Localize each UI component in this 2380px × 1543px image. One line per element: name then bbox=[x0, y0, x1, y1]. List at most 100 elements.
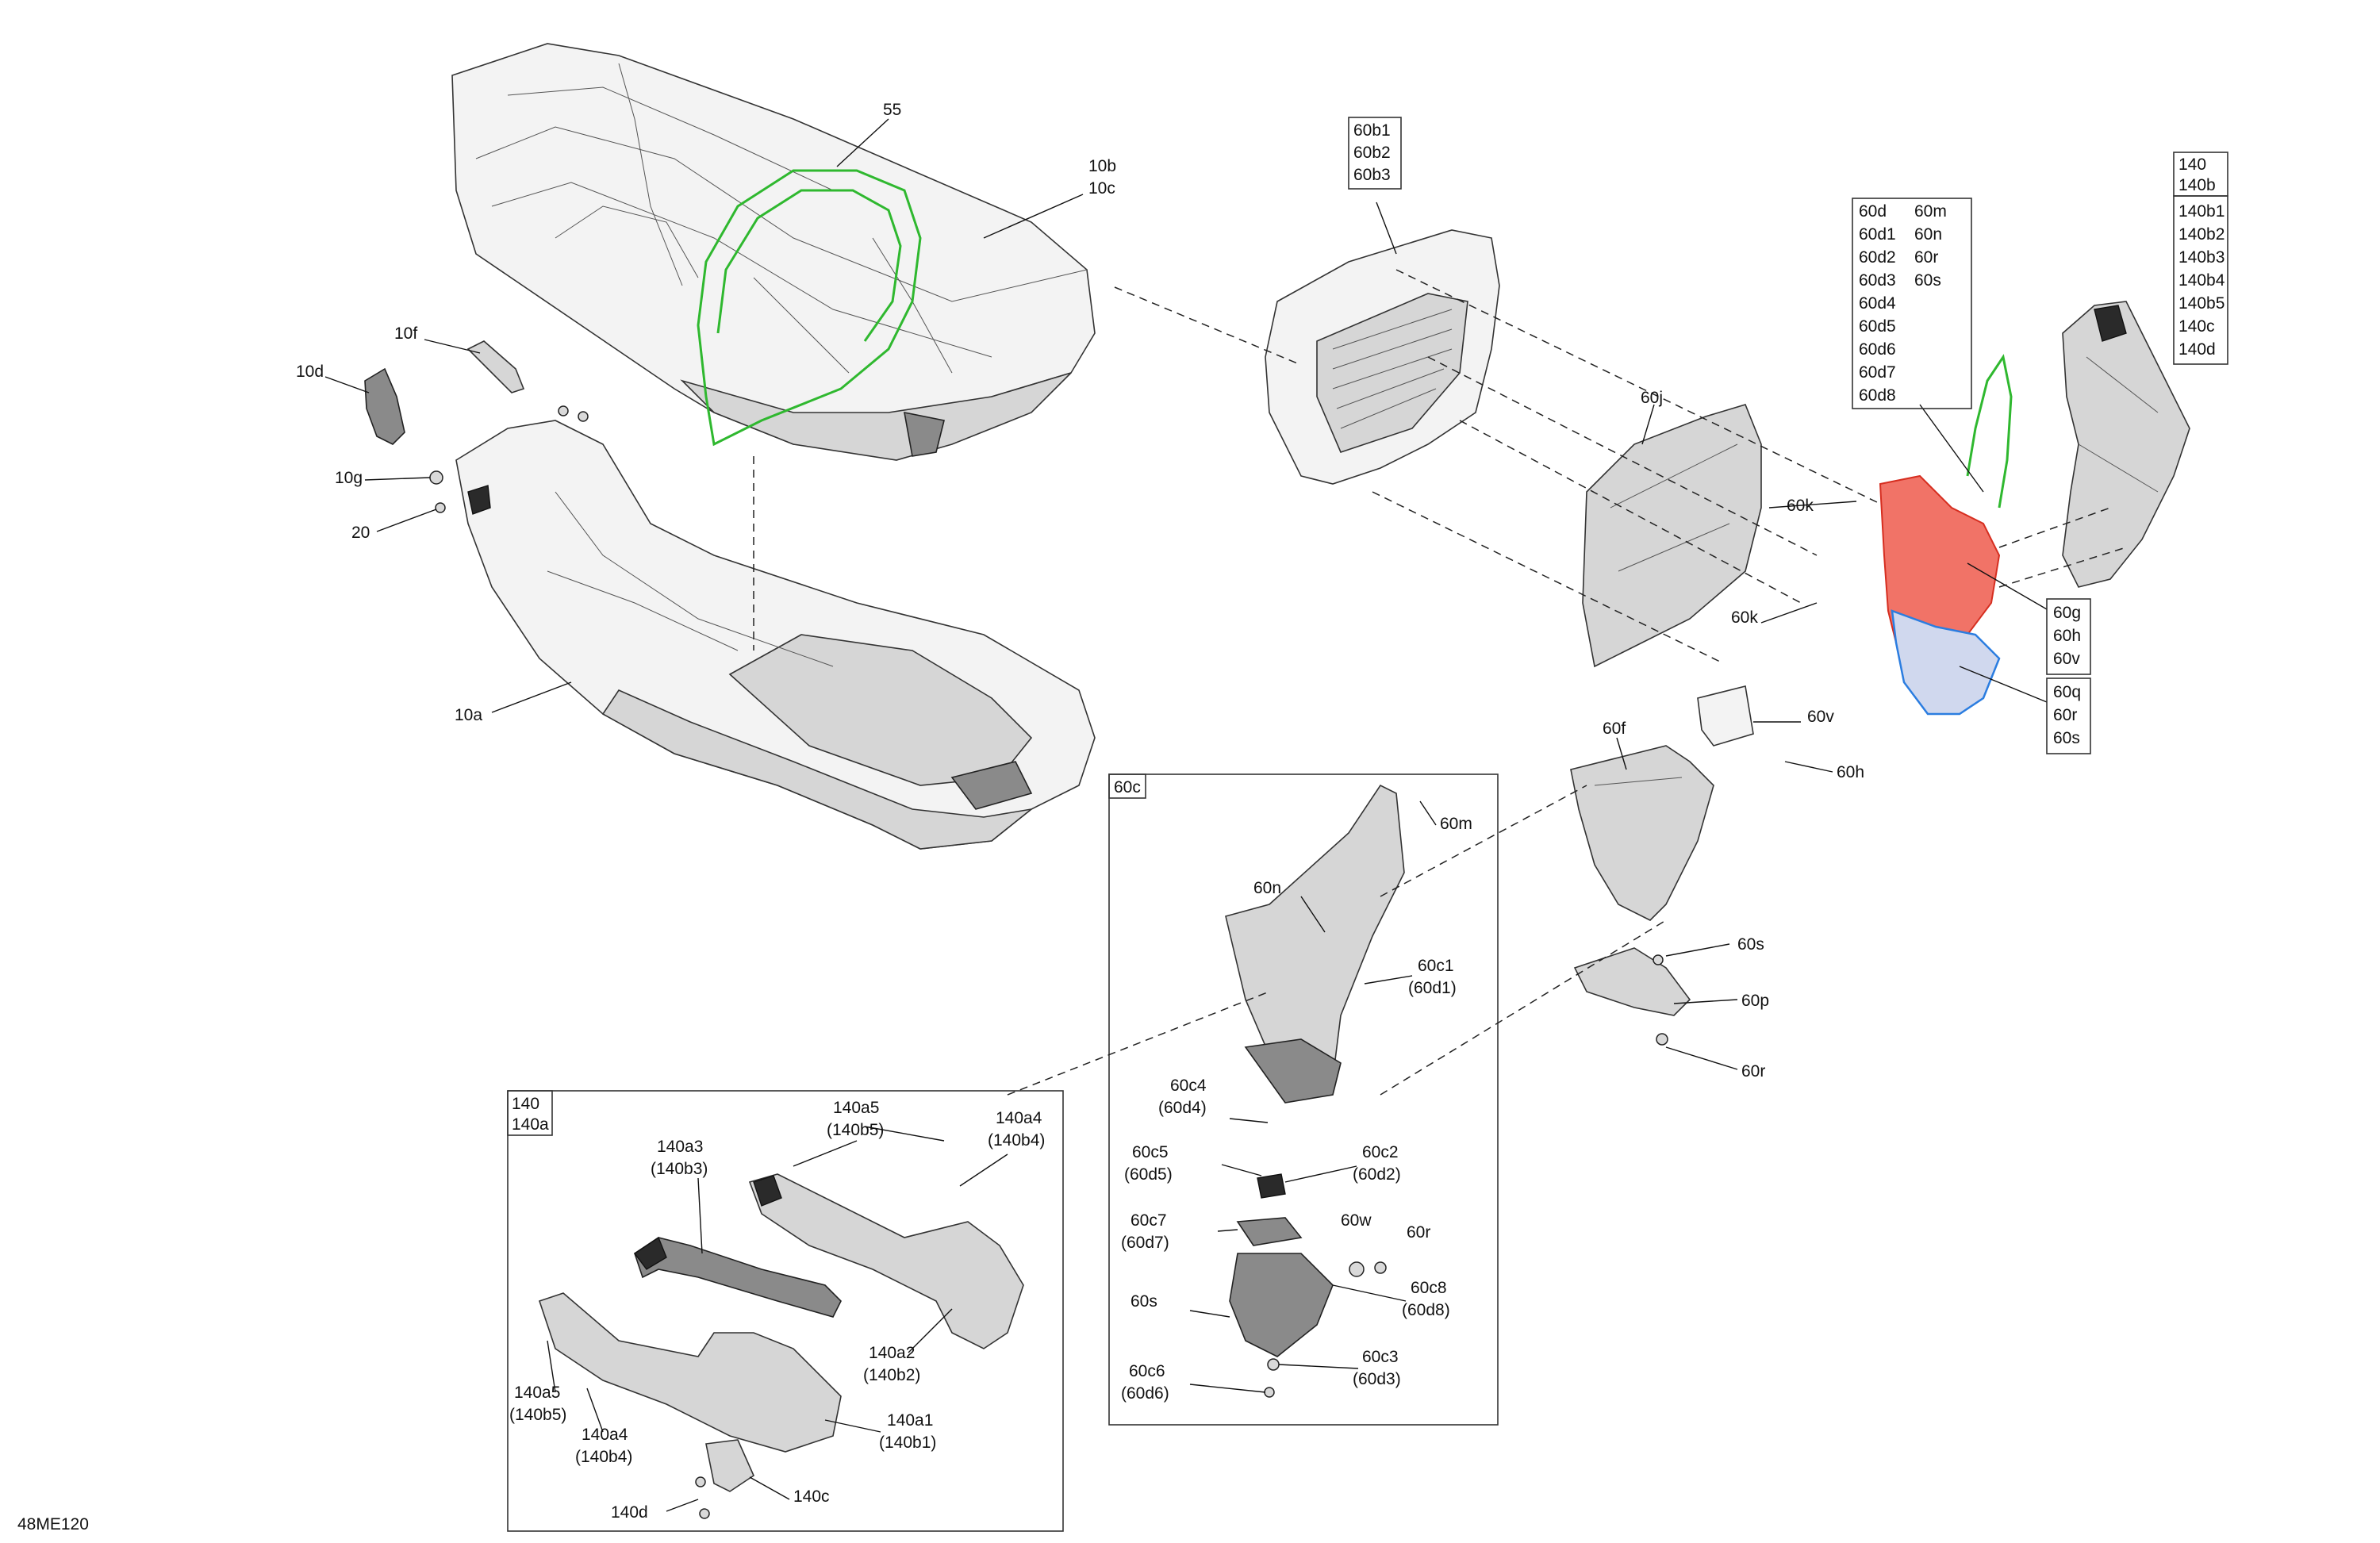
label-140a5-top: 140a5 bbox=[833, 1099, 879, 1117]
label-140b1: 140b1 bbox=[2178, 202, 2225, 221]
label-60s-q: 60s bbox=[2053, 729, 2080, 747]
label-140a2: 140a2 bbox=[869, 1344, 915, 1362]
label-box-60c-title: 60c bbox=[1114, 778, 1141, 796]
backrest-cover-60j bbox=[1582, 404, 1762, 668]
part-140a3 bbox=[633, 1236, 842, 1318]
label-140b4: 140b4 bbox=[2178, 271, 2225, 290]
label-60d5: 60d5 bbox=[1859, 317, 1896, 336]
label-140b5-top: (140b5) bbox=[827, 1121, 884, 1139]
label-60d7: 60d7 bbox=[1859, 363, 1896, 382]
fastener-20 bbox=[435, 502, 446, 513]
seat-highlight-inner bbox=[716, 189, 902, 342]
label-140b4-top: (140b4) bbox=[988, 1131, 1045, 1150]
box-60c bbox=[1108, 773, 1499, 1426]
callout-box-60d bbox=[1852, 198, 1972, 409]
leader-lines-box60c bbox=[1189, 800, 1437, 1393]
part-140a2 bbox=[748, 1173, 1024, 1349]
label-60r-q: 60r bbox=[2053, 706, 2077, 724]
label-140b4-bot: (140b4) bbox=[575, 1448, 632, 1466]
label-60m-box: 60m bbox=[1440, 815, 1472, 833]
part-60c8 bbox=[1229, 1253, 1334, 1357]
label-box-140a-title: 140a bbox=[512, 1115, 549, 1134]
label-60c2: 60c2 bbox=[1362, 1143, 1399, 1161]
fastener-140d-2 bbox=[699, 1508, 710, 1519]
grab-handle-140 bbox=[2062, 301, 2190, 588]
label-60d2-box: (60d2) bbox=[1353, 1165, 1401, 1184]
label-60d1-box: (60d1) bbox=[1408, 979, 1457, 997]
label-60c8: 60c8 bbox=[1411, 1279, 1447, 1297]
washer-60w bbox=[1349, 1261, 1365, 1277]
label-55: 55 bbox=[883, 101, 901, 119]
label-20: 20 bbox=[351, 524, 370, 542]
label-60n-list: 60n bbox=[1914, 225, 1942, 244]
part-10d bbox=[364, 367, 405, 445]
fastener-140d-1 bbox=[695, 1476, 706, 1487]
label-60s-right: 60s bbox=[1737, 935, 1764, 954]
label-60c5: 60c5 bbox=[1132, 1143, 1169, 1161]
label-10g: 10g bbox=[335, 469, 363, 487]
label-140b2: (140b2) bbox=[863, 1366, 920, 1384]
label-60d6: 60d6 bbox=[1859, 340, 1896, 359]
label-10c: 10c bbox=[1088, 179, 1115, 198]
label-60d1: 60d1 bbox=[1859, 225, 1896, 244]
part-60c7 bbox=[1236, 1217, 1303, 1246]
label-60d6-box: (60d6) bbox=[1121, 1384, 1169, 1403]
label-60h: 60h bbox=[2053, 627, 2081, 645]
label-140b: 140b bbox=[2178, 176, 2216, 194]
part-10f bbox=[466, 340, 525, 393]
side-bracket-highlighted bbox=[1879, 354, 2013, 716]
label-140c: 140c bbox=[793, 1487, 830, 1506]
label-140b5: 140b5 bbox=[2178, 294, 2225, 313]
label-10d: 10d bbox=[296, 363, 324, 381]
label-60v: 60v bbox=[2053, 650, 2080, 668]
fastener-10g bbox=[429, 470, 443, 485]
label-60d7-box: (60d7) bbox=[1121, 1234, 1169, 1252]
label-60d4-box: (60d4) bbox=[1158, 1099, 1207, 1117]
bracket-red-60g bbox=[1879, 474, 2001, 652]
label-140a4-top: 140a4 bbox=[996, 1109, 1042, 1127]
label-140b3: (140b3) bbox=[651, 1160, 708, 1178]
part-60c1 bbox=[1225, 784, 1405, 1104]
label-60r-list: 60r bbox=[1914, 248, 1938, 267]
label-box-140-title: 140 bbox=[512, 1095, 539, 1113]
label-60s-box: 60s bbox=[1130, 1292, 1157, 1311]
label-10f: 10f bbox=[394, 324, 417, 343]
label-60q: 60q bbox=[2053, 683, 2081, 701]
label-60c3: 60c3 bbox=[1362, 1348, 1399, 1366]
label-60w: 60w bbox=[1341, 1211, 1372, 1230]
label-140d-list: 140d bbox=[2178, 340, 2216, 359]
bracket-60f bbox=[1570, 745, 1714, 921]
label-60n-box: 60n bbox=[1253, 879, 1281, 897]
label-60d8: 60d8 bbox=[1859, 386, 1896, 405]
label-10a: 10a bbox=[455, 706, 482, 724]
label-60p: 60p bbox=[1741, 992, 1769, 1010]
part-140c bbox=[705, 1439, 755, 1492]
label-60s-list: 60s bbox=[1914, 271, 1941, 290]
label-60d3-box: (60d3) bbox=[1353, 1370, 1401, 1388]
fastener-top-1 bbox=[558, 405, 569, 416]
label-140b5-bot: (140b5) bbox=[509, 1406, 566, 1424]
label-60d5-box: (60d5) bbox=[1124, 1165, 1173, 1184]
label-140a5-bot: 140a5 bbox=[514, 1384, 560, 1402]
label-60g: 60g bbox=[2053, 604, 2081, 622]
label-60k-bottom: 60k bbox=[1731, 608, 1758, 627]
label-60c4: 60c4 bbox=[1170, 1077, 1207, 1095]
seat-highlight-outline bbox=[697, 169, 922, 447]
label-140a3: 140a3 bbox=[657, 1138, 703, 1156]
callout-box-60b bbox=[1348, 117, 1402, 190]
label-140a1: 140a1 bbox=[887, 1411, 933, 1430]
label-60h-right: 60h bbox=[1837, 763, 1864, 781]
label-60c1: 60c1 bbox=[1418, 957, 1454, 975]
seat-base-10a bbox=[455, 420, 1096, 850]
label-140b1: (140b1) bbox=[879, 1434, 936, 1452]
label-60c6: 60c6 bbox=[1129, 1362, 1165, 1380]
box-140 bbox=[507, 1090, 1064, 1532]
fastener-60r-box bbox=[1374, 1261, 1387, 1274]
label-60m-list: 60m bbox=[1914, 202, 1947, 221]
backrest-60b bbox=[1265, 229, 1500, 485]
label-60d: 60d bbox=[1859, 202, 1887, 221]
fastener-60c3 bbox=[1267, 1358, 1280, 1371]
label-60v-pad: 60v bbox=[1807, 708, 1834, 726]
bracket-green-60d bbox=[1966, 354, 2013, 509]
